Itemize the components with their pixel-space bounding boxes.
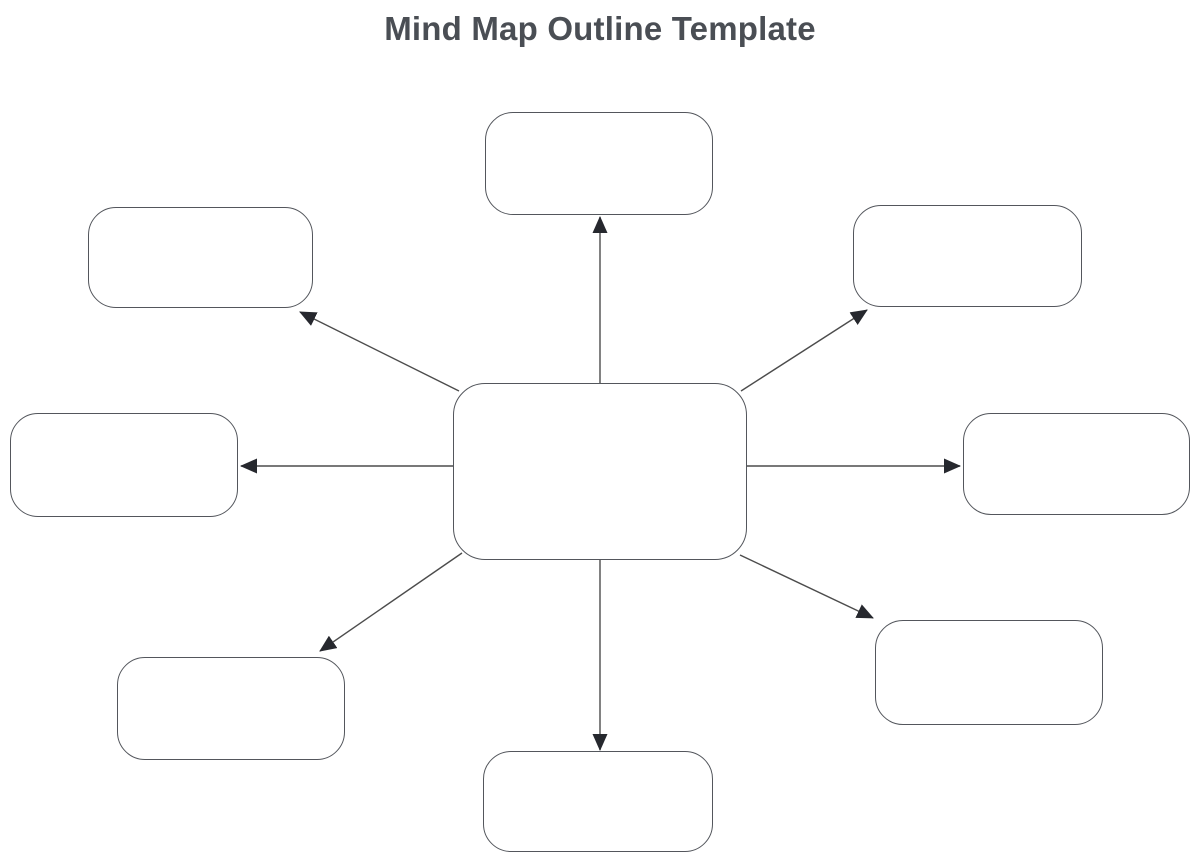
subtopic-node-bottom[interactable] <box>483 751 713 852</box>
diagram-title: Mind Map Outline Template <box>384 10 816 47</box>
subtopic-node-left[interactable] <box>10 413 238 517</box>
central-topic-node[interactable] <box>453 383 747 560</box>
connector-arrow-bottom-left <box>319 552 463 652</box>
subtopic-node-top-right[interactable] <box>853 205 1082 307</box>
subtopic-node-right[interactable] <box>963 413 1190 515</box>
subtopic-node-top[interactable] <box>485 112 713 215</box>
connector-arrow-top-left <box>299 311 460 392</box>
subtopic-node-top-left[interactable] <box>88 207 313 308</box>
connector-arrow-bottom-right <box>739 554 874 619</box>
subtopic-node-bottom-left[interactable] <box>117 657 345 760</box>
connector-arrow-top-right <box>740 309 868 392</box>
subtopic-node-bottom-right[interactable] <box>875 620 1103 725</box>
